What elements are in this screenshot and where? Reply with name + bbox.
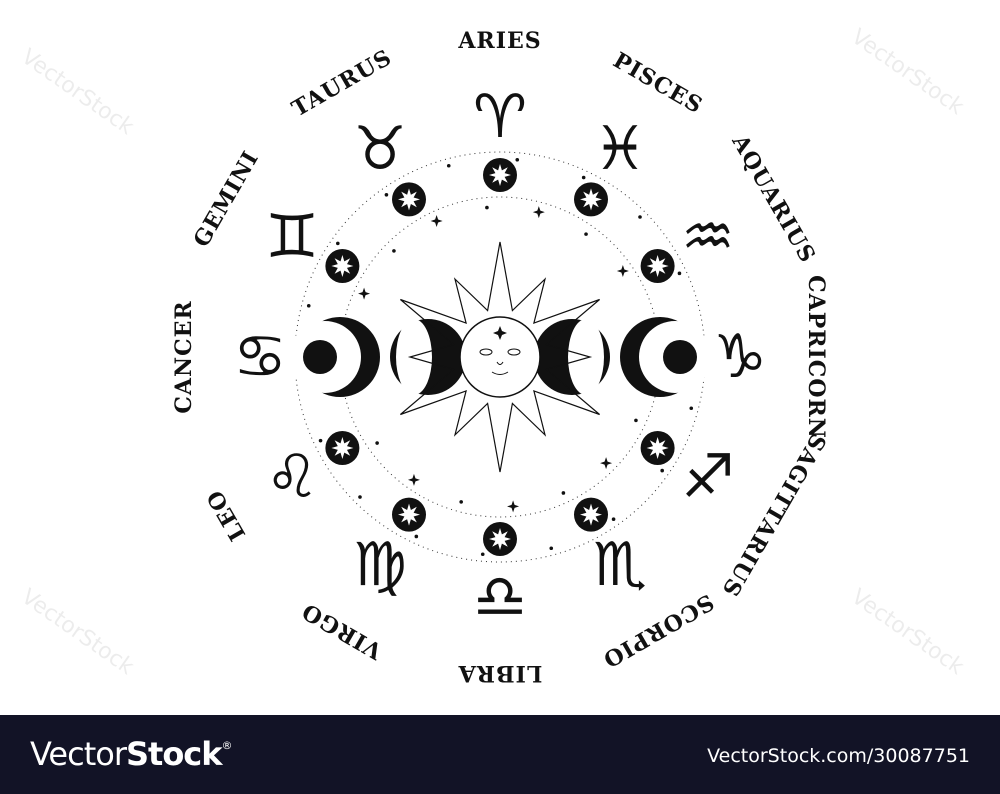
gemini-glyph-icon: ♊︎ [265,202,319,272]
sign-glyphs: ♈︎ ♓︎ ♒︎ ♑︎ ♐︎ ♏︎ ♎︎ ♍︎ ♌︎ ♋︎ ♊︎ ♉︎ [233,82,767,632]
watermark-text: VectorStock [17,584,139,680]
sparkles [306,157,694,557]
sparkle-dot [414,534,419,539]
sparkle-dot [611,517,616,521]
footer-bar: VectorStock® VectorStock.com/30087751 [0,715,1000,794]
sign-name-aries: ARIES [457,28,541,54]
sparkle-dot [634,418,638,423]
sparkle-dot [392,249,396,253]
capricorn-glyph-icon: ♑︎ [713,322,767,392]
sagittarius-glyph-icon: ♐︎ [681,442,735,512]
logo-bold: Stock [125,735,223,773]
aries-glyph-icon: ♈︎ [473,82,527,152]
watermark-text: VectorStock [847,584,969,680]
sign-name-capricorn: CAPRICORN [803,275,829,439]
sparkle-dot [480,552,485,557]
cancer-glyph-icon: ♋︎ [233,322,287,392]
sparkle-dot [336,241,340,246]
sparkle-dot [306,303,311,308]
star-icon [331,255,354,277]
sparkle-dot [358,495,362,499]
sparkle-dot [581,175,586,180]
sign-name-aquarius: AQUARIUS [726,130,821,268]
sparkle-dot [638,215,642,219]
sparkle-icon [532,206,545,219]
sparkle-icon [358,287,371,300]
sparkle-dot [446,163,451,168]
watermark-text: VectorStock [17,44,139,140]
vectorstock-logo: VectorStock® [30,735,233,773]
sign-name-virgo: VIRGO [297,597,388,664]
sun-face [400,241,600,473]
sparkle-icon [507,500,520,513]
sparkle-dot [660,468,664,473]
watermark-text: VectorStock [847,24,969,120]
star-icon [580,188,602,211]
sparkle-dot [459,500,463,504]
sparkle-icon [600,457,613,470]
sign-name-pisces: PISCES [609,47,708,119]
sparkle-dot [318,438,323,443]
sparkle-dot [549,546,554,551]
scorpio-glyph-icon: ♏︎ [593,530,647,600]
sign-name-scorpio: SCORPIO [598,588,718,672]
libra-glyph-icon: ♎︎ [473,562,527,632]
star-icon [646,437,669,459]
sparkle-icon [616,264,629,277]
sparkle-dot [677,271,682,276]
sign-name-leo: LEO [201,485,251,545]
star-medallions [325,158,675,556]
star-icon [646,255,669,277]
sign-name-gemini: GEMINI [188,146,264,251]
pisces-glyph-icon: ♓︎ [593,114,647,184]
sparkle-dot [689,406,694,411]
sparkle-dot [561,491,566,495]
star-icon [580,503,602,526]
sun-star-icon [493,326,507,340]
sparkle-dot [384,193,389,197]
star-icon [398,188,420,211]
sparkle-dot [515,157,520,162]
logo-mark: ® [221,739,233,752]
aquarius-glyph-icon: ♒︎ [681,202,735,272]
sign-name-libra: LIBRA [458,660,543,686]
sparkle-dot [485,205,489,210]
sign-name-taurus: TAURUS [288,44,397,122]
taurus-glyph-icon: ♉︎ [353,114,407,184]
star-icon [331,437,354,459]
sign-name-cancer: CANCER [171,300,197,413]
waxing-gibbous-moon [390,319,466,395]
sparkle-dot [375,441,379,445]
star-icon [489,528,511,550]
leo-glyph-icon: ♌︎ [265,442,319,512]
sparkle-icon [407,473,420,486]
waning-gibbous-moon [534,319,610,395]
star-icon [489,164,511,186]
sparkle-dot [584,232,588,236]
moon-phases [289,317,711,397]
star-medallion-left [303,340,337,374]
star-icon [398,503,420,526]
logo-light: Vector [30,735,127,773]
sparkle-icon [430,215,443,228]
star-medallion-right [663,340,697,374]
image-reference: VectorStock.com/30087751 [707,745,970,767]
virgo-glyph-icon: ♍︎ [353,530,407,600]
